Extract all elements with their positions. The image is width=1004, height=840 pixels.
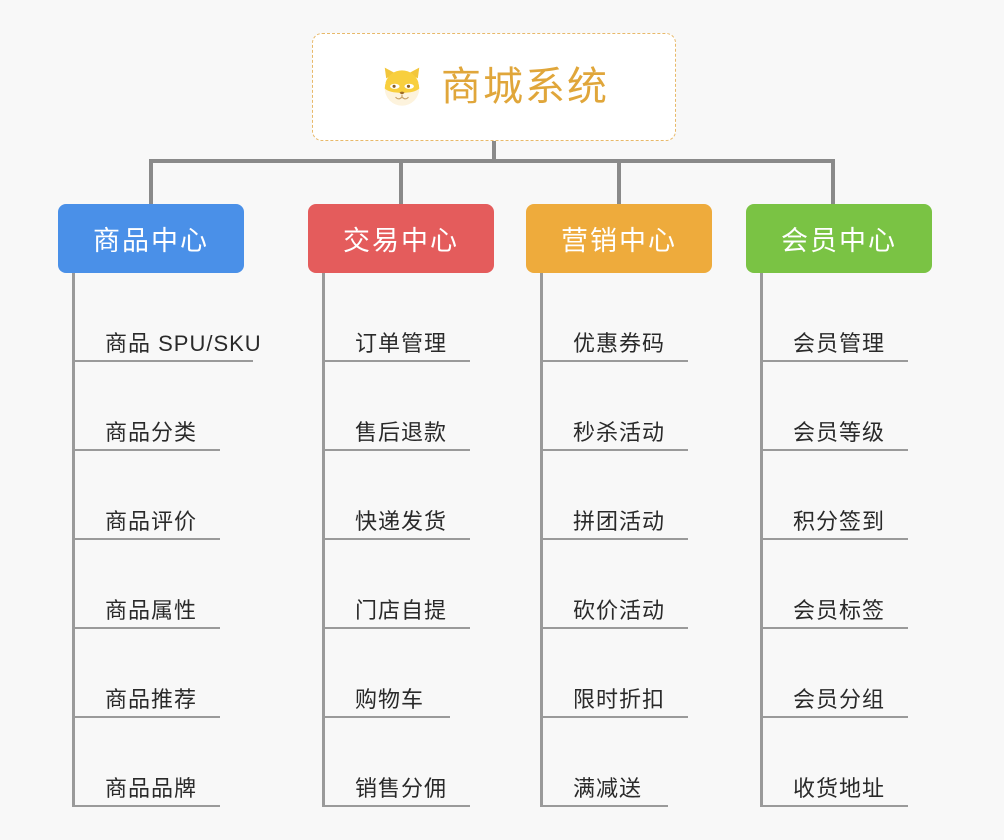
category-column-trade-center: 交易中心 订单管理 售后退款 快递发货 门店自提 购物车 销售分佣	[308, 204, 494, 823]
sub-item-label: 收货地址	[793, 775, 886, 801]
list-item[interactable]: 会员管理	[763, 273, 908, 362]
category-header-label: 营销中心	[561, 226, 677, 256]
sub-item-label: 积分签到	[793, 508, 886, 534]
list-item[interactable]: 秒杀活动	[543, 362, 688, 451]
list-item[interactable]: 积分签到	[763, 451, 908, 540]
sub-item-label: 满减送	[573, 775, 643, 801]
sub-item-label: 会员管理	[793, 330, 886, 356]
sub-item-label: 门店自提	[355, 597, 448, 623]
sub-item-label: 商品品牌	[105, 775, 198, 801]
sub-item-label: 会员等级	[793, 419, 886, 445]
category-header-label: 会员中心	[781, 226, 897, 256]
category-header-marketing-center[interactable]: 营销中心	[526, 204, 712, 273]
list-item[interactable]: 拼团活动	[543, 451, 688, 540]
sub-item-label: 购物车	[355, 686, 425, 712]
sub-item-list-member-center: 会员管理 会员等级 积分签到 会员标签 会员分组 收货地址	[760, 273, 932, 807]
category-header-trade-center[interactable]: 交易中心	[308, 204, 494, 273]
sub-item-label: 会员标签	[793, 597, 886, 623]
sub-item-label: 商品属性	[105, 597, 198, 623]
sub-item-label: 拼团活动	[573, 508, 666, 534]
connector-drop-1	[149, 159, 153, 205]
list-item[interactable]: 会员分组	[763, 629, 908, 718]
sub-item-label: 快递发货	[355, 508, 448, 534]
list-item[interactable]: 收货地址	[763, 718, 908, 807]
list-item[interactable]: 订单管理	[325, 273, 470, 362]
sub-item-label: 商品分类	[105, 419, 198, 445]
list-item[interactable]: 优惠券码	[543, 273, 688, 362]
sub-item-list-trade-center: 订单管理 售后退款 快递发货 门店自提 购物车 销售分佣	[322, 273, 494, 807]
sub-item-label: 售后退款	[355, 419, 448, 445]
category-column-member-center: 会员中心 会员管理 会员等级 积分签到 会员标签 会员分组 收货地址	[746, 204, 932, 823]
list-item[interactable]: 商品品牌	[75, 718, 220, 807]
category-column-product-center: 商品中心 商品 SPU/SKU 商品分类 商品评价 商品属性 商品推荐 商品品牌	[58, 204, 261, 823]
list-item[interactable]: 商品推荐	[75, 629, 220, 718]
sub-item-list-marketing-center: 优惠券码 秒杀活动 拼团活动 砍价活动 限时折扣 满减送	[540, 273, 712, 807]
connector-drop-4	[831, 159, 835, 205]
list-item[interactable]: 商品 SPU/SKU	[75, 273, 261, 362]
sub-item-list-product-center: 商品 SPU/SKU 商品分类 商品评价 商品属性 商品推荐 商品品牌	[72, 273, 261, 807]
sub-item-label: 商品推荐	[105, 686, 198, 712]
list-item[interactable]: 限时折扣	[543, 629, 688, 718]
list-item[interactable]: 满减送	[543, 718, 668, 807]
sub-item-label: 商品 SPU/SKU	[105, 330, 262, 356]
sub-item-label: 销售分佣	[355, 775, 448, 801]
root-title: 商城系统	[441, 65, 609, 109]
list-item[interactable]: 门店自提	[325, 540, 470, 629]
list-item[interactable]: 购物车	[325, 629, 450, 718]
sub-item-label: 秒杀活动	[573, 419, 666, 445]
list-item[interactable]: 商品评价	[75, 451, 220, 540]
category-column-marketing-center: 营销中心 优惠券码 秒杀活动 拼团活动 砍价活动 限时折扣 满减送	[526, 204, 712, 823]
connector-root-stem	[492, 141, 496, 162]
sub-item-label: 砍价活动	[573, 597, 666, 623]
category-header-label: 商品中心	[93, 226, 209, 256]
connector-drop-2	[399, 159, 403, 205]
sub-item-label: 会员分组	[793, 686, 886, 712]
category-header-label: 交易中心	[343, 226, 459, 256]
connector-horizontal-bus	[150, 159, 834, 163]
list-item[interactable]: 快递发货	[325, 451, 470, 540]
list-item[interactable]: 商品属性	[75, 540, 220, 629]
list-item[interactable]: 售后退款	[325, 362, 470, 451]
sub-item-label: 商品评价	[105, 508, 198, 534]
category-header-member-center[interactable]: 会员中心	[746, 204, 932, 273]
list-item[interactable]: 会员标签	[763, 540, 908, 629]
sub-item-label: 限时折扣	[573, 686, 666, 712]
list-item[interactable]: 会员等级	[763, 362, 908, 451]
connector-drop-3	[617, 159, 621, 205]
root-node[interactable]: 商城系统	[312, 33, 676, 141]
dog-face-icon	[384, 67, 420, 106]
list-item[interactable]: 商品分类	[75, 362, 220, 451]
sub-item-label: 订单管理	[355, 330, 448, 356]
sub-item-label: 优惠券码	[573, 330, 666, 356]
list-item[interactable]: 砍价活动	[543, 540, 688, 629]
category-header-product-center[interactable]: 商品中心	[58, 204, 244, 273]
list-item[interactable]: 销售分佣	[325, 718, 470, 807]
